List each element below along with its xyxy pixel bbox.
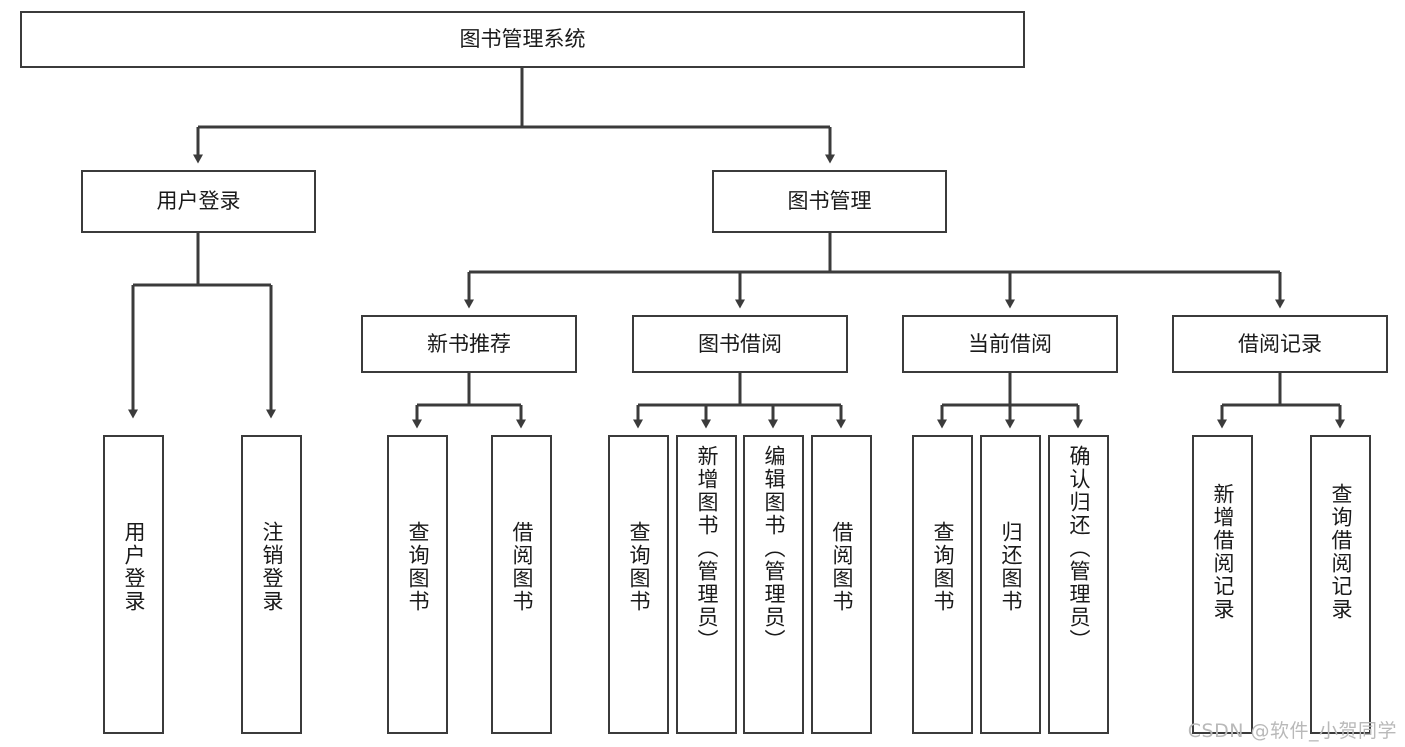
leaf-user-login[interactable]: 用户登录 (103, 435, 164, 734)
leaf-user-logout[interactable]: 注销登录 (241, 435, 302, 734)
node-label: 新书推荐 (427, 331, 511, 356)
leaf-borrow-book[interactable]: 借阅图书 (811, 435, 872, 734)
node-label: 当前借阅 (968, 331, 1052, 356)
node-current-borrow[interactable]: 当前借阅 (902, 315, 1118, 373)
leaf-return-book[interactable]: 归还图书 (980, 435, 1041, 734)
node-label: 注销登录 (260, 521, 284, 613)
node-label: 查询借阅记录 (1329, 483, 1353, 621)
node-label: 新增图书（管理员） (695, 445, 719, 652)
node-label: 查询图书 (406, 521, 430, 613)
leaf-borrow-book-recommend[interactable]: 借阅图书 (491, 435, 552, 734)
leaf-confirm-return-admin[interactable]: 确认归还（管理员） (1048, 435, 1109, 734)
leaf-query-borrow-record[interactable]: 查询借阅记录 (1310, 435, 1371, 734)
node-label: 借阅记录 (1238, 331, 1322, 356)
node-label: 用户登录 (122, 521, 146, 613)
node-borrow-record[interactable]: 借阅记录 (1172, 315, 1388, 373)
node-root-system[interactable]: 图书管理系统 (20, 11, 1025, 68)
node-label: 图书借阅 (698, 331, 782, 356)
node-label: 归还图书 (999, 521, 1023, 613)
node-label: 确认归还（管理员） (1067, 445, 1091, 652)
node-label: 图书管理 (787, 189, 872, 214)
leaf-edit-book-admin[interactable]: 编辑图书（管理员） (743, 435, 804, 734)
node-label: 编辑图书（管理员） (762, 445, 786, 652)
leaf-query-book-current[interactable]: 查询图书 (912, 435, 973, 734)
node-label: 借阅图书 (510, 521, 534, 613)
node-label: 用户登录 (156, 189, 241, 214)
leaf-query-book-borrow[interactable]: 查询图书 (608, 435, 669, 734)
node-label: 新增借阅记录 (1211, 483, 1235, 621)
node-label: 借阅图书 (830, 521, 854, 613)
leaf-add-borrow-record[interactable]: 新增借阅记录 (1192, 435, 1253, 734)
node-book-borrow[interactable]: 图书借阅 (632, 315, 848, 373)
node-user-login[interactable]: 用户登录 (81, 170, 316, 233)
node-label: 查询图书 (931, 521, 955, 613)
node-label: 图书管理系统 (459, 27, 586, 52)
node-label: 查询图书 (627, 521, 651, 613)
node-new-book-recommend[interactable]: 新书推荐 (361, 315, 577, 373)
node-book-management[interactable]: 图书管理 (712, 170, 947, 233)
leaf-query-book-recommend[interactable]: 查询图书 (387, 435, 448, 734)
leaf-add-book-admin[interactable]: 新增图书（管理员） (676, 435, 737, 734)
